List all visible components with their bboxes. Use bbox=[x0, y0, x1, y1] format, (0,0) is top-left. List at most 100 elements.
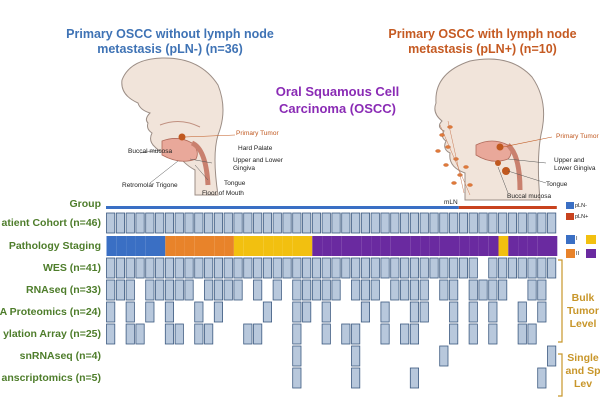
cell-rnaseq bbox=[488, 279, 498, 301]
cell-staging bbox=[263, 236, 274, 256]
cell-rnaseq bbox=[272, 279, 282, 301]
legend-label-pln-minus: pLN- bbox=[575, 203, 587, 209]
cell-rnaseq bbox=[106, 279, 116, 301]
cell-cohort bbox=[468, 212, 478, 234]
cell-wes bbox=[204, 257, 214, 279]
cell-methylation bbox=[174, 323, 184, 345]
cell-rnaseq bbox=[478, 279, 488, 301]
cell-rnaseq bbox=[370, 279, 380, 301]
cell-wes bbox=[449, 257, 459, 279]
cell-cohort bbox=[449, 212, 459, 234]
cell-cohort bbox=[321, 212, 331, 234]
legend-label-stage-i: I bbox=[576, 236, 578, 242]
cell-wes bbox=[498, 257, 508, 279]
cell-wes bbox=[507, 257, 517, 279]
cell-cohort bbox=[282, 212, 292, 234]
legend-label-stage-ii: II bbox=[576, 251, 580, 257]
cell-wes bbox=[488, 257, 498, 279]
label-tongue-right: Tongue bbox=[546, 181, 568, 188]
cell-wes bbox=[223, 257, 233, 279]
cell-staging bbox=[312, 236, 323, 256]
cell-rnaseq bbox=[331, 279, 341, 301]
cell-wes bbox=[243, 257, 253, 279]
cell-spatial bbox=[292, 367, 302, 389]
cell-wes bbox=[253, 257, 263, 279]
cell-rnaseq bbox=[419, 279, 429, 301]
cell-wes bbox=[321, 257, 331, 279]
cell-cohort bbox=[174, 212, 184, 234]
cell-cohort bbox=[125, 212, 135, 234]
cell-rnaseq bbox=[351, 279, 361, 301]
cell-cohort bbox=[517, 212, 527, 234]
cell-wes bbox=[292, 257, 302, 279]
cell-proteomics bbox=[517, 301, 527, 323]
cell-staging bbox=[292, 236, 303, 256]
cell-rnaseq bbox=[223, 279, 233, 301]
cell-spatial bbox=[537, 367, 547, 389]
cell-cohort bbox=[351, 212, 361, 234]
cell-methylation bbox=[106, 323, 116, 345]
cell-spatial bbox=[351, 367, 361, 389]
cell-proteomics bbox=[292, 301, 302, 323]
cell-proteomics bbox=[125, 301, 135, 323]
cell-staging bbox=[224, 236, 234, 256]
cell-staging bbox=[155, 236, 166, 256]
cell-wes bbox=[194, 257, 204, 279]
cell-cohort bbox=[390, 212, 400, 234]
cell-methylation bbox=[527, 323, 537, 345]
cell-wes bbox=[135, 257, 145, 279]
cell-cohort bbox=[419, 212, 429, 234]
cell-rnaseq bbox=[233, 279, 243, 301]
cell-staging bbox=[145, 236, 156, 256]
cell-cohort bbox=[439, 212, 449, 234]
level-bulk-tumor: Bulk Tumor Level bbox=[567, 292, 599, 330]
cell-staging bbox=[194, 236, 205, 256]
cell-methylation bbox=[204, 323, 214, 345]
legend-swatch-pln-minus bbox=[566, 202, 574, 209]
cell-cohort bbox=[341, 212, 351, 234]
label-primary-tumor-right: Primary Tumor bbox=[556, 133, 599, 140]
cell-cohort bbox=[458, 212, 468, 234]
cell-wes bbox=[331, 257, 341, 279]
cell-wes bbox=[233, 257, 243, 279]
head-illustration-right bbox=[434, 58, 553, 201]
cell-methylation bbox=[351, 323, 361, 345]
cell-rnaseq bbox=[115, 279, 126, 301]
cell-staging bbox=[116, 236, 127, 256]
cell-staging bbox=[371, 236, 381, 256]
cell-cohort bbox=[223, 212, 233, 234]
cell-staging bbox=[410, 236, 421, 256]
cell-wes bbox=[439, 257, 449, 279]
cell-wes bbox=[527, 257, 537, 279]
cell-wes bbox=[468, 257, 478, 279]
label-buccal-mucosa-right: Buccal mucosa bbox=[507, 193, 552, 200]
cell-methylation bbox=[400, 323, 410, 345]
title-pln-positive: Primary OSCC with lymph node metastasis … bbox=[388, 27, 577, 56]
row-label-snrnaseq: snRNAseq (n=4) bbox=[19, 350, 101, 362]
cell-cohort bbox=[400, 212, 410, 234]
cell-cohort bbox=[164, 212, 174, 234]
cell-rnaseq bbox=[527, 279, 537, 301]
cell-wes bbox=[155, 257, 165, 279]
cell-staging bbox=[508, 236, 519, 256]
cell-proteomics bbox=[321, 301, 331, 323]
cell-staging bbox=[273, 236, 283, 256]
cell-staging bbox=[518, 236, 528, 256]
row-label-patient-cohort: atient Cohort (n=46) bbox=[1, 217, 101, 229]
cell-snrnaseq bbox=[547, 345, 557, 367]
label-primary-tumor-left: Primary Tumor bbox=[236, 130, 279, 137]
cell-methylation bbox=[321, 323, 331, 345]
cell-methylation bbox=[243, 323, 253, 345]
label-buccal-mucosa-left: Buccal mucosa bbox=[128, 148, 173, 155]
cell-methylation bbox=[409, 323, 419, 345]
cell-wes bbox=[311, 257, 322, 279]
cell-rnaseq bbox=[155, 279, 165, 301]
cell-methylation bbox=[488, 323, 498, 345]
cell-staging bbox=[439, 236, 450, 256]
cell-cohort bbox=[233, 212, 243, 234]
title-pln-negative: Primary OSCC without lymph node metastas… bbox=[66, 27, 274, 56]
cell-methylation bbox=[135, 323, 145, 345]
cell-rnaseq bbox=[537, 279, 547, 301]
cell-wes bbox=[282, 257, 292, 279]
cell-wes bbox=[125, 257, 135, 279]
